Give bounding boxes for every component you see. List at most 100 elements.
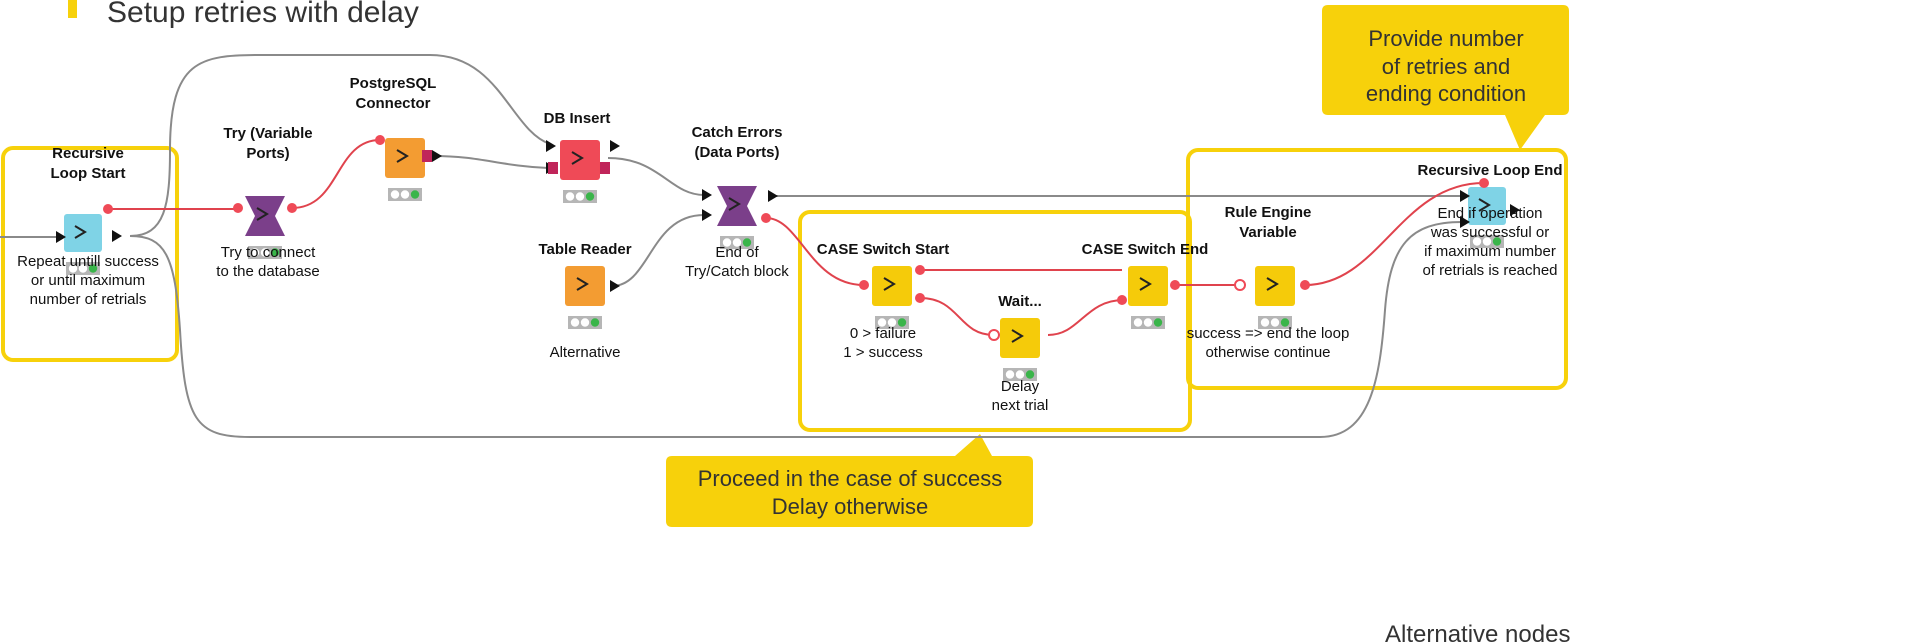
status-light-yellow <box>400 190 410 199</box>
node-description: or until maximum <box>31 272 145 289</box>
node-description: Delay <box>1001 378 1040 395</box>
callout-top-right-line1: Provide number <box>1368 26 1523 51</box>
node-case-end[interactable]: CASE Switch End <box>1082 241 1209 329</box>
input-port-arrow[interactable] <box>56 231 66 243</box>
node-db-insert[interactable]: DB Insert <box>544 110 611 203</box>
try-icon-glyph <box>256 207 269 221</box>
status-light-green <box>410 190 420 199</box>
db-connection-port[interactable] <box>422 150 432 162</box>
status-light-red <box>877 318 887 327</box>
case-start-icon-glyph <box>883 277 896 291</box>
status-light-green <box>88 264 98 273</box>
node-catch[interactable]: Catch Errors(Data Ports)End ofTry/Catch … <box>685 124 789 280</box>
node-title: Connector <box>356 95 431 112</box>
output-port-arrow[interactable] <box>1510 204 1520 216</box>
status-light-green <box>590 318 600 327</box>
redwire-catch-to-casestart <box>765 217 865 286</box>
callout-top-right-line2: of retries and <box>1382 54 1510 79</box>
status-light-green <box>1025 370 1035 379</box>
variable-port[interactable] <box>1479 178 1489 188</box>
input-port-arrow[interactable] <box>702 189 712 201</box>
variable-port[interactable] <box>287 203 297 213</box>
node-description: otherwise continue <box>1205 344 1330 361</box>
redwire-casestart-to-wait <box>919 297 995 336</box>
wire-postgres-to-dbinsert <box>433 155 549 169</box>
variable-port[interactable] <box>915 293 925 303</box>
output-port-arrow[interactable] <box>610 280 620 292</box>
status-light-red <box>1260 318 1270 327</box>
status-light-green <box>1280 318 1290 327</box>
redwire-try-to-postgres <box>291 139 381 209</box>
node-title: Variable <box>1239 224 1297 241</box>
status-light-green <box>585 192 595 201</box>
node-title: CASE Switch End <box>1082 241 1209 258</box>
variable-port[interactable] <box>915 265 925 275</box>
output-port-arrow[interactable] <box>112 230 122 242</box>
variable-port[interactable] <box>233 203 243 213</box>
status-light-yellow <box>580 318 590 327</box>
optional-variable-port[interactable] <box>988 329 1000 341</box>
variable-port[interactable] <box>859 280 869 290</box>
footer-text: Alternative nodes <box>1385 621 1570 644</box>
node-description: 0 > failure <box>850 325 916 342</box>
node-title: (Data Ports) <box>694 144 779 161</box>
node-title: CASE Switch Start <box>817 241 950 258</box>
input-port-arrow[interactable] <box>546 140 556 152</box>
output-port-arrow[interactable] <box>610 140 620 152</box>
variable-port[interactable] <box>1117 295 1127 305</box>
variable-port[interactable] <box>1170 280 1180 290</box>
status-light-red <box>1472 237 1482 246</box>
output-port-arrow[interactable] <box>432 150 442 162</box>
node-description: to the database <box>216 263 319 280</box>
redwire-rule-to-end <box>1304 182 1485 286</box>
status-light-yellow <box>1270 318 1280 327</box>
status-light-red <box>1133 318 1143 327</box>
wire-loop-to-dbinsert <box>129 54 551 237</box>
variable-port[interactable] <box>103 204 113 214</box>
node-description: Repeat untill success <box>17 253 159 270</box>
callout-bottom-line2: Delay otherwise <box>772 494 929 519</box>
input-port-arrow[interactable] <box>1460 190 1470 202</box>
status-light-red <box>250 248 260 257</box>
variable-port[interactable] <box>1300 280 1310 290</box>
variable-port[interactable] <box>375 135 385 145</box>
wire-tablereader-to-catch <box>611 214 705 287</box>
status-light-green <box>1492 237 1502 246</box>
status-light-yellow <box>1143 318 1153 327</box>
highlight-loop-start <box>1 146 179 362</box>
status-light-yellow <box>575 192 585 201</box>
node-description: Try/Catch block <box>685 263 789 280</box>
status-light-red <box>390 190 400 199</box>
optional-variable-port[interactable] <box>1234 279 1246 291</box>
node-case-start[interactable]: CASE Switch Start 0 > failure 1 > success <box>817 241 950 361</box>
node-title: Recursive <box>52 145 124 162</box>
db-connection-port[interactable] <box>548 162 558 174</box>
node-description: was successful or <box>1430 224 1549 241</box>
output-port-arrow[interactable] <box>768 190 778 202</box>
db-connection-port[interactable] <box>600 162 610 174</box>
node-title: DB Insert <box>544 110 611 127</box>
callout-bottom: Proceed in the case of success Delay oth… <box>666 434 1033 527</box>
node-title: Ports) <box>246 145 289 162</box>
status-light-yellow <box>732 238 742 247</box>
slide-heading: Setup retries with delay <box>107 0 419 29</box>
status-light-yellow <box>1482 237 1492 246</box>
status-light-yellow <box>78 264 88 273</box>
node-description: number of retrials <box>30 291 147 308</box>
node-description: 1 > success <box>843 344 923 361</box>
input-port-arrow[interactable] <box>702 209 712 221</box>
status-light-green <box>270 248 280 257</box>
input-port-arrow[interactable] <box>1460 216 1470 228</box>
variable-port[interactable] <box>761 213 771 223</box>
node-description: if maximum number <box>1424 243 1556 260</box>
wait-icon-glyph <box>1011 329 1024 343</box>
node-title: Rule Engine <box>1225 204 1312 221</box>
